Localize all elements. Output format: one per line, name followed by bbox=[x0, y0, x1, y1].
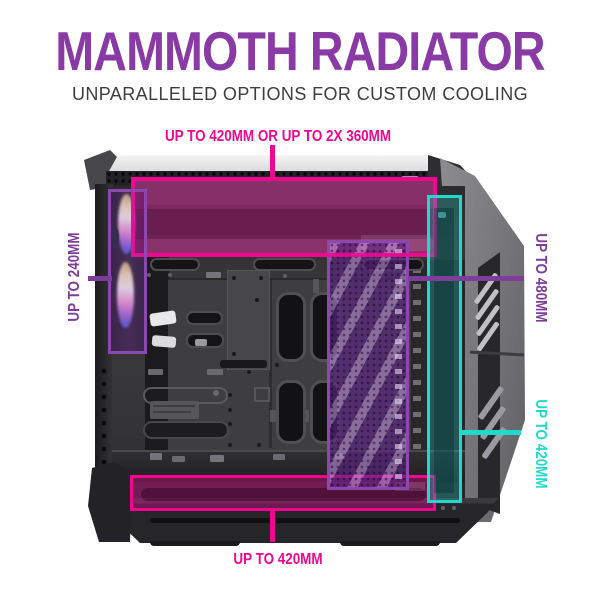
screw-dot bbox=[283, 274, 287, 278]
spec-sticker bbox=[150, 401, 199, 419]
highlight-front-fans bbox=[108, 189, 147, 354]
tray-clip-vertical bbox=[303, 410, 309, 422]
skid-shadow bbox=[340, 541, 440, 546]
case-front-foot bbox=[88, 462, 132, 542]
shroud-clip bbox=[150, 453, 162, 460]
sticker-line bbox=[153, 411, 191, 413]
screw-dot bbox=[168, 273, 172, 277]
screw-dot bbox=[452, 506, 456, 510]
cpu-bracket-base bbox=[220, 360, 267, 368]
rgb-fan bbox=[117, 262, 134, 328]
screw-dot bbox=[228, 422, 232, 426]
base-groove bbox=[150, 518, 460, 523]
page-subtitle: UNPARALLELED OPTIONS FOR CUSTOM COOLING bbox=[71, 84, 529, 104]
screw-dot bbox=[147, 273, 151, 277]
fan-hub bbox=[109, 226, 119, 248]
sticker-line bbox=[153, 405, 195, 407]
screw-dot bbox=[247, 370, 251, 374]
tray-clip bbox=[206, 272, 221, 278]
screw-dot bbox=[259, 276, 263, 280]
annotation-side-radiator: UP TO 480MM bbox=[532, 233, 549, 323]
tick-rear-radiator bbox=[459, 430, 521, 435]
shroud-clip bbox=[273, 454, 285, 460]
annotation-rear-radiator: UP TO 420MM bbox=[532, 399, 549, 489]
tick-top-radiator bbox=[270, 145, 275, 179]
screw-dot bbox=[255, 298, 259, 302]
tray-clip bbox=[148, 369, 163, 375]
highlight-rear-radiator bbox=[427, 195, 462, 503]
page-title: MAMMOTH RADIATOR bbox=[55, 21, 545, 83]
rear-bracket-slots bbox=[413, 268, 421, 488]
screw-dot bbox=[441, 506, 445, 510]
tray-clip bbox=[207, 369, 223, 375]
screw-dot bbox=[275, 363, 279, 367]
tray-seam bbox=[269, 280, 272, 448]
rubber-grommet bbox=[276, 292, 306, 362]
bracket-edge-slots bbox=[395, 249, 402, 481]
cable-slot bbox=[186, 311, 223, 325]
case-top-panel bbox=[108, 155, 442, 173]
bottom-rail-tab bbox=[395, 482, 425, 491]
tray-clip-vertical bbox=[270, 410, 276, 422]
annotation-front-radiator: UP TO 240MM bbox=[66, 232, 83, 322]
highlight-side-bracket bbox=[327, 240, 409, 490]
routing-slot-dark bbox=[143, 421, 229, 439]
screw-dot bbox=[257, 443, 261, 447]
screw-dot bbox=[232, 352, 236, 356]
tick-bottom-radiator bbox=[270, 509, 275, 542]
annotation-bottom-radiator: UP TO 420MM bbox=[233, 551, 323, 568]
shroud-clip bbox=[172, 456, 185, 462]
case-right-vent-strip bbox=[478, 252, 500, 514]
rgb-fan bbox=[118, 194, 135, 254]
screw-dot bbox=[228, 408, 232, 412]
cable-grommet-horizontal bbox=[150, 258, 200, 271]
rear-bracket-screw bbox=[438, 212, 446, 218]
shroud-clip bbox=[210, 455, 224, 462]
rear-bracket-fill bbox=[434, 208, 454, 493]
tick-side-radiator bbox=[408, 276, 524, 281]
screw-dot bbox=[228, 443, 232, 447]
highlight-top-radiator bbox=[131, 177, 437, 257]
cable-white bbox=[151, 334, 177, 349]
tick-front-radiator bbox=[88, 276, 112, 281]
skid-shadow bbox=[150, 541, 240, 546]
highlight-top-radiator-border-over bbox=[327, 253, 409, 257]
square-knockout bbox=[254, 387, 270, 402]
cable-grommet-horizontal bbox=[253, 258, 316, 271]
routing-slot-hole bbox=[213, 390, 219, 396]
front-edge-vents bbox=[100, 366, 108, 468]
screw-dot bbox=[232, 276, 236, 280]
tray-shadow-band bbox=[135, 209, 433, 239]
annotation-top-radiator: UP TO 420MM OR UP TO 2X 360MM bbox=[164, 128, 392, 145]
cable-white-small bbox=[195, 339, 207, 346]
highlight-bottom-radiator bbox=[130, 475, 436, 511]
bottom-rail bbox=[141, 488, 426, 501]
screw-dot bbox=[228, 393, 232, 397]
rubber-grommet bbox=[276, 380, 306, 444]
tray-clip-vertical bbox=[313, 279, 319, 293]
